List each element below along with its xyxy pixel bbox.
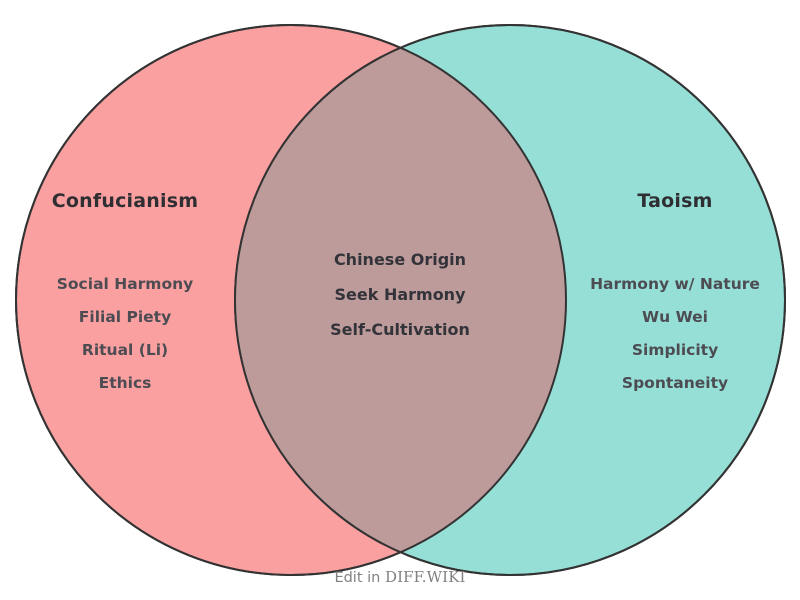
- edit-link[interactable]: Edit in DIFF.WIKI: [0, 568, 800, 586]
- venn-set-left-items: Social Harmony Filial Piety Ritual (Li) …: [35, 268, 215, 400]
- venn-set-right-title: Taoism: [637, 190, 713, 212]
- list-item: Harmony w/ Nature: [590, 275, 760, 293]
- list-item: Ritual (Li): [81, 341, 169, 359]
- venn-set-left-title: Confucianism: [51, 190, 199, 212]
- edit-link-brand: DIFF.WIKI: [384, 568, 466, 586]
- venn-circle-right-outline: [234, 24, 786, 576]
- list-item: Filial Piety: [78, 308, 172, 326]
- list-item: Seek Harmony: [334, 285, 466, 304]
- edit-link-prefix: Edit in: [334, 570, 385, 586]
- venn-set-right: Taoism Harmony w/ Nature Wu Wei Simplici…: [580, 190, 770, 400]
- venn-set-left: Confucianism Social Harmony Filial Piety…: [35, 190, 215, 400]
- list-item: Wu Wei: [642, 308, 708, 326]
- list-item: Ethics: [98, 374, 152, 392]
- venn-set-right-items: Harmony w/ Nature Wu Wei Simplicity Spon…: [580, 268, 770, 400]
- list-item: Spontaneity: [621, 374, 729, 392]
- venn-intersection-labels: Chinese Origin Seek Harmony Self-Cultiva…: [300, 242, 500, 347]
- venn-overlap-region[interactable]: [235, 25, 785, 575]
- list-item: Social Harmony: [56, 275, 194, 293]
- venn-circle-left-outline: [15, 24, 567, 576]
- list-item: Chinese Origin: [333, 250, 467, 269]
- list-item: Simplicity: [631, 341, 719, 359]
- list-item: Self-Cultivation: [330, 320, 470, 339]
- venn-intersection-items: Chinese Origin Seek Harmony Self-Cultiva…: [300, 242, 500, 347]
